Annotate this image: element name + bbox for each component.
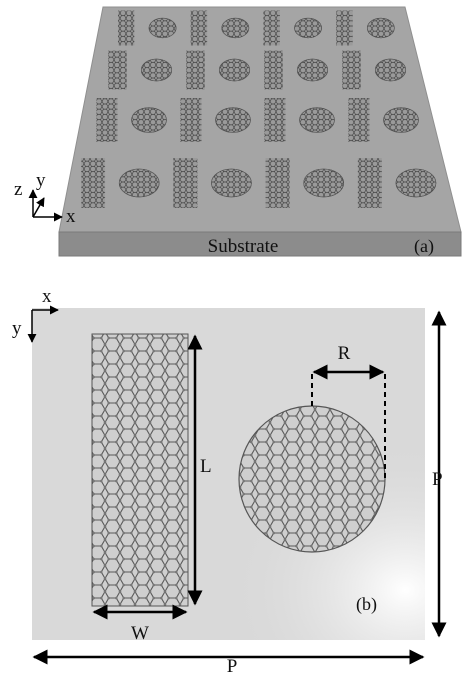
width-label: W (131, 623, 149, 644)
nanodisk-texture-0-5 (294, 17, 322, 39)
nanostructure-array (81, 10, 437, 208)
nanodisk-texture-0-3 (221, 17, 250, 39)
axis-y-label: y (36, 170, 46, 191)
nanodisk-texture-1-7 (374, 58, 407, 82)
nanodisk-texture-2-1 (131, 107, 167, 133)
period-label-vertical: P (432, 469, 443, 490)
nanotube-texture-2-6 (348, 98, 370, 142)
nanodisk-texture-3-1 (118, 168, 160, 198)
nanodisk-texture-3-3 (211, 168, 252, 198)
nanodisk-texture-2-5 (299, 107, 335, 133)
nanodisk-texture-3-5 (303, 168, 344, 198)
nanodisk-lattice (238, 405, 386, 553)
axes-3d: x z y (14, 170, 76, 227)
nanotube-texture-1-0 (108, 50, 127, 90)
panel-b: x y L W R P P (b) (12, 286, 447, 673)
nanotube-texture-0-2 (190, 10, 208, 46)
nanodisk-texture-1-3 (218, 58, 251, 82)
nanodisk-texture-3-7 (395, 168, 437, 198)
nanotube-texture-3-0 (81, 158, 106, 208)
nanodisk-texture-1-5 (296, 58, 329, 82)
nanodisk-texture-1-1 (140, 58, 173, 82)
panel-b-label: (b) (356, 594, 377, 615)
nanotube-texture-0-6 (336, 10, 353, 46)
axis-x-label: x (66, 206, 76, 227)
nanotube-texture-1-2 (186, 50, 205, 90)
nanotube-texture-3-4 (265, 158, 290, 208)
nanodisk-texture-2-3 (215, 107, 251, 133)
substrate-front (58, 231, 462, 257)
nanotube-texture-2-4 (264, 98, 286, 142)
period-label-horizontal: P (227, 656, 238, 673)
nanodisk-texture-0-7 (366, 17, 395, 39)
nanotube-lattice (91, 333, 189, 607)
nanodisk-texture-0-1 (148, 17, 177, 39)
nanotube-texture-1-6 (342, 50, 361, 90)
axis-x-label-b: x (42, 286, 52, 307)
length-label: L (200, 456, 212, 477)
nanotube-texture-3-2 (173, 158, 198, 208)
radius-label: R (338, 343, 351, 364)
nanotube-texture-0-4 (263, 10, 280, 46)
nanodisk-texture-2-7 (383, 107, 419, 133)
panel-a-label: (a) (414, 236, 434, 257)
nanotube-texture-0-0 (117, 10, 135, 46)
nanotube-texture-1-4 (264, 50, 283, 90)
substrate-label: Substrate (208, 236, 279, 257)
axes-2d: x y (12, 286, 59, 343)
nanotube-texture-2-2 (180, 98, 202, 142)
axis-z-label: z (14, 179, 22, 200)
nanotube-texture-2-0 (96, 98, 118, 142)
nanotube-texture-3-6 (357, 158, 382, 208)
axis-y-label-b: y (12, 318, 22, 339)
panel-a: x z y Substrate (a) (14, 6, 462, 257)
